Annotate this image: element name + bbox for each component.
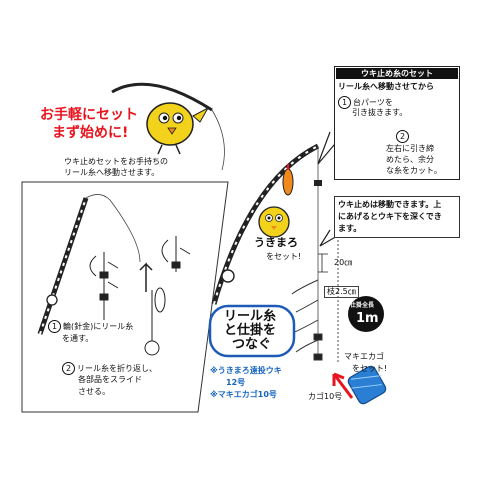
dim-upper: 20㎝ (334, 258, 353, 267)
dim-total-value: 1m (356, 311, 379, 326)
total-length-badge (348, 296, 384, 332)
headline-line2: まず始めに! (52, 125, 129, 141)
ukidome-step2: 2 (396, 130, 411, 143)
product-note-line1: ※うきまろ遠投ウキ (210, 366, 282, 375)
main-reel (221, 269, 235, 283)
dimension-lines (318, 196, 339, 362)
note-line3: ます。 (338, 224, 362, 233)
ukidome-step2-number: 2 (396, 130, 409, 143)
note-line2: にあげるとウキ下を深くでき (338, 212, 442, 221)
dim-total-label: 仕掛全長 (350, 302, 375, 309)
cage-arrow (332, 372, 354, 399)
left-step1-line1: 輪(針金)にリール糸 (63, 322, 134, 331)
reel-callout-line1: リール糸 (224, 309, 277, 324)
ukidome-step1-line2: 引き抜きます。 (352, 108, 408, 117)
ukidome-step2-line1: 左右に引き締 (386, 144, 434, 153)
left-panel-line (85, 194, 141, 263)
note-box (334, 196, 460, 238)
maki-label-line2: をセット! (352, 364, 388, 373)
left-step2-line3: させる。 (78, 387, 110, 396)
ukidome-box (334, 66, 460, 180)
cage-label: カゴ10号 (308, 392, 343, 401)
left-rig-1 (89, 252, 119, 320)
note-line1: ウキ止めは移動できます。上 (338, 200, 442, 209)
float-name: うきまろ (254, 236, 298, 249)
left-panel-reel (46, 294, 58, 306)
left-caption-line2: リール糸へ移動させます。 (64, 168, 160, 177)
left-step1-line2: を通す。 (62, 334, 94, 343)
cage-icon (347, 365, 387, 405)
reel-callout-line3: つなぐ (232, 337, 272, 352)
dim-branch: 枝2.5㎝ (324, 286, 359, 298)
top-rod-line (211, 109, 225, 171)
ukidome-title: ウキ止め糸のセット (336, 68, 458, 79)
product-note-line3: ※マキエカゴ10号 (210, 390, 277, 399)
product-note-line2: 12号 (226, 378, 246, 387)
left-caption-line1: ウキ止めセットをお手持ちの (64, 157, 168, 166)
left-panel-rod (37, 197, 89, 335)
ukidome-step2-line3: な糸をカット。 (386, 166, 442, 175)
up-arrow (139, 262, 153, 292)
mascot-character (146, 102, 210, 155)
left-step2-line2: 各部品をスライド (78, 375, 142, 384)
left-step1-number: 1 (48, 320, 61, 333)
top-fishing-rod (111, 82, 213, 112)
ukidome-step1-number: 1 (338, 96, 351, 109)
float-mascot (258, 206, 290, 238)
maki-label-line1: マキエカゴ (344, 352, 384, 361)
ukidome-step2-line2: めたら、余分 (386, 155, 434, 164)
left-rig-2 (144, 236, 191, 356)
left-step2-number: 2 (62, 362, 75, 375)
float-suffix: をセット! (266, 252, 302, 261)
ukidome-subtitle: リール糸へ移動させてから (338, 82, 434, 91)
swivel-icon (314, 180, 322, 186)
ukidome-step1-line1: 台パーツを (353, 98, 393, 107)
reel-callout-line2: と仕掛を (224, 323, 277, 338)
float-icon (282, 164, 294, 196)
headline-line1: お手軽にセット (40, 107, 138, 123)
left-step2-line1: リール糸を折り返し、 (77, 364, 157, 373)
reel-callout-bg (208, 304, 296, 358)
